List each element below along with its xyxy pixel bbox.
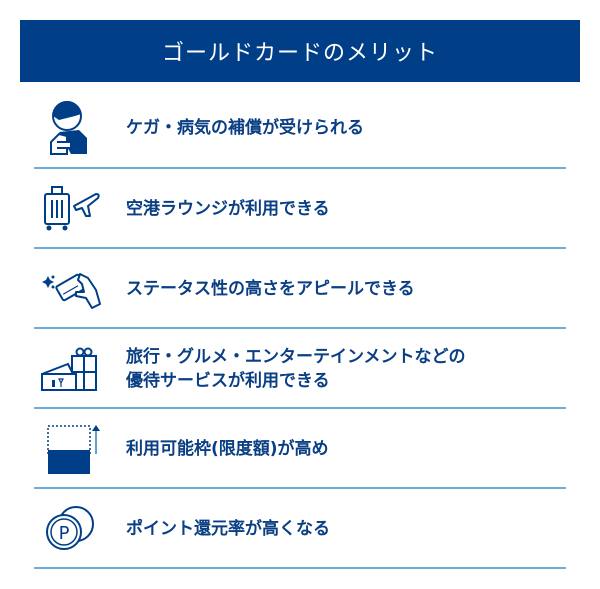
- hand-card-icon: [34, 257, 106, 321]
- gift-box-icon: [34, 337, 106, 401]
- benefit-text: 空港ラウンジが利用できる: [126, 199, 330, 219]
- benefit-item-lounge: 空港ラウンジが利用できる: [34, 169, 566, 249]
- benefit-text: ポイント還元率が高くなる: [126, 519, 330, 539]
- benefit-text: ステータス性の高さをアピールできる: [126, 279, 415, 299]
- injured-person-icon: [34, 96, 106, 160]
- separator: [34, 327, 566, 329]
- benefit-item-status: ステータス性の高さをアピールできる: [34, 249, 566, 329]
- separator: [34, 407, 566, 409]
- page-header: ゴールドカードのメリット: [20, 20, 580, 82]
- benefit-item-injury: ケガ・病気の補償が受けられる: [34, 88, 566, 168]
- benefit-text: 旅行・グルメ・エンターテインメントなどの 優待サービスが利用できる: [126, 347, 466, 391]
- benefit-item-perks: 旅行・グルメ・エンターテインメントなどの 優待サービスが利用できる: [34, 329, 566, 409]
- benefit-item-points: P ポイント還元率が高くなる: [34, 489, 566, 569]
- benefit-item-credit-limit: 利用可能枠(限度額)が高め: [34, 409, 566, 489]
- separator: [34, 167, 566, 169]
- svg-text:P: P: [59, 523, 70, 544]
- separator: [34, 487, 566, 489]
- limit-increase-icon: [34, 417, 106, 481]
- separator: [34, 567, 566, 569]
- separator: [34, 247, 566, 249]
- benefit-text: 利用可能枠(限度額)が高め: [126, 439, 329, 459]
- suitcase-airplane-icon: [34, 177, 106, 241]
- point-coin-icon: P: [34, 497, 106, 561]
- header-title: ゴールドカードのメリット: [161, 41, 438, 66]
- benefit-text: ケガ・病気の補償が受けられる: [126, 118, 364, 138]
